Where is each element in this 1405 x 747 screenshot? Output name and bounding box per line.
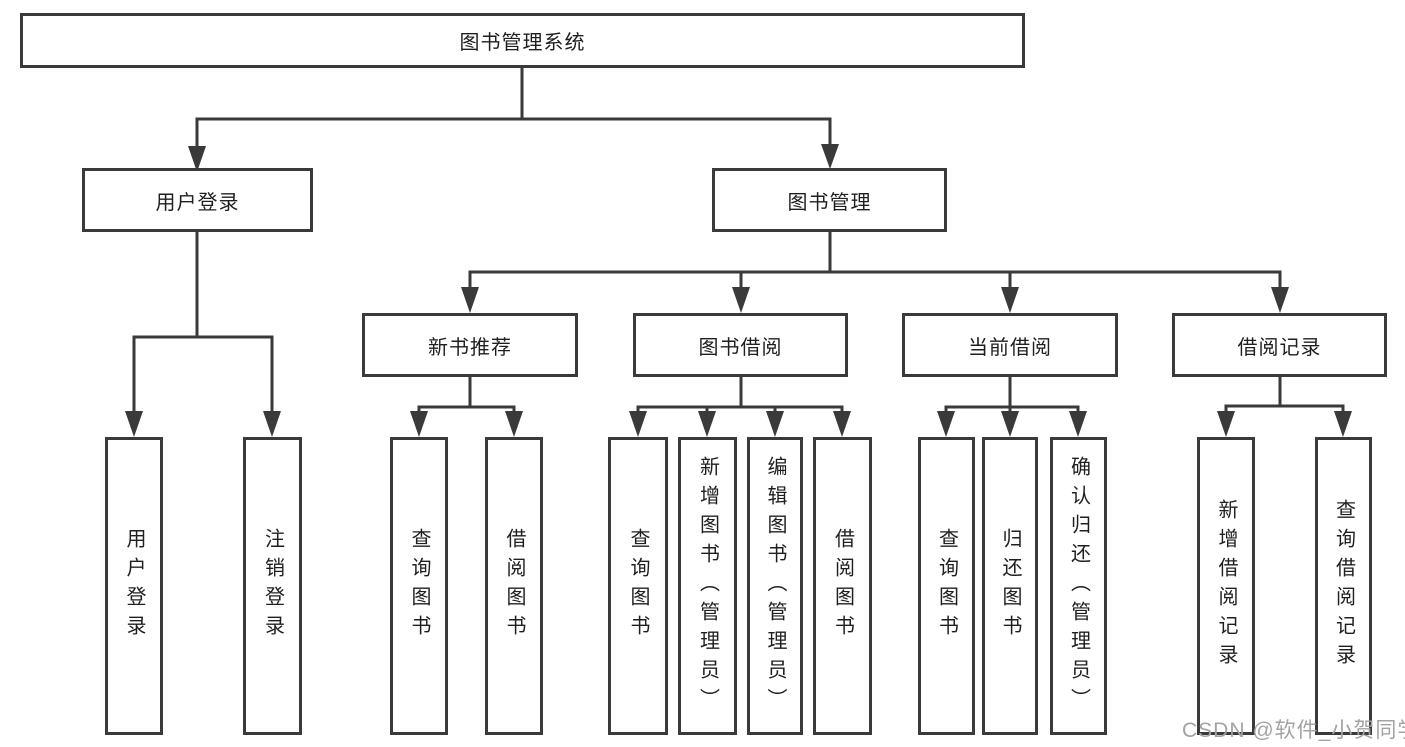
node-current-borrow: 当前借阅 — [902, 313, 1118, 377]
leaf-add-book-admin: 新增图书（管理员） — [678, 437, 737, 735]
node-borrow-records: 借阅记录 — [1172, 313, 1387, 377]
node-library-system: 图书管理系统 — [20, 13, 1025, 68]
leaf-query-books-recommend: 查询图书 — [390, 437, 448, 735]
leaf-query-books-current: 查询图书 — [918, 437, 975, 735]
node-user-login-branch: 用户登录 — [82, 168, 313, 232]
leaf-query-books-borrow: 查询图书 — [608, 437, 668, 735]
leaf-borrow-books: 借阅图书 — [813, 437, 872, 735]
leaf-label: 确认归还（管理员） — [1067, 455, 1090, 717]
leaf-return-book: 归还图书 — [982, 437, 1038, 735]
leaf-logout: 注销登录 — [243, 437, 302, 735]
node-book-borrow: 图书借阅 — [633, 313, 848, 377]
node-new-book-recommend: 新书推荐 — [362, 313, 578, 377]
leaf-label: 查询图书 — [408, 528, 430, 644]
leaf-add-borrow-record: 新增借阅记录 — [1197, 437, 1255, 735]
leaf-label: 注销登录 — [261, 528, 284, 644]
leaf-query-borrow-record: 查询借阅记录 — [1315, 437, 1372, 735]
leaf-confirm-return-admin: 确认归还（管理员） — [1050, 437, 1107, 735]
leaf-label: 查询图书 — [935, 528, 958, 644]
leaf-user-login: 用户登录 — [105, 437, 163, 735]
leaf-label: 用户登录 — [123, 528, 145, 644]
leaf-borrow-books-recommend: 借阅图书 — [485, 437, 543, 735]
leaf-label: 新增借阅记录 — [1215, 499, 1237, 673]
leaf-label: 归还图书 — [999, 528, 1021, 644]
leaf-label: 借阅图书 — [503, 528, 525, 644]
leaf-label: 新增图书（管理员） — [696, 455, 719, 717]
arrowhead-icons — [125, 144, 1352, 437]
leaf-label: 查询借阅记录 — [1332, 499, 1355, 673]
leaf-label: 查询图书 — [627, 528, 649, 644]
csdn-watermark: CSDN @软件_小贺同学 — [1182, 719, 1405, 742]
leaf-edit-book-admin: 编辑图书（管理员） — [747, 437, 803, 735]
leaf-label: 编辑图书（管理员） — [764, 455, 786, 717]
tree-connectors — [132, 66, 1345, 415]
leaf-label: 借阅图书 — [831, 528, 854, 644]
node-book-management-branch: 图书管理 — [712, 168, 947, 232]
